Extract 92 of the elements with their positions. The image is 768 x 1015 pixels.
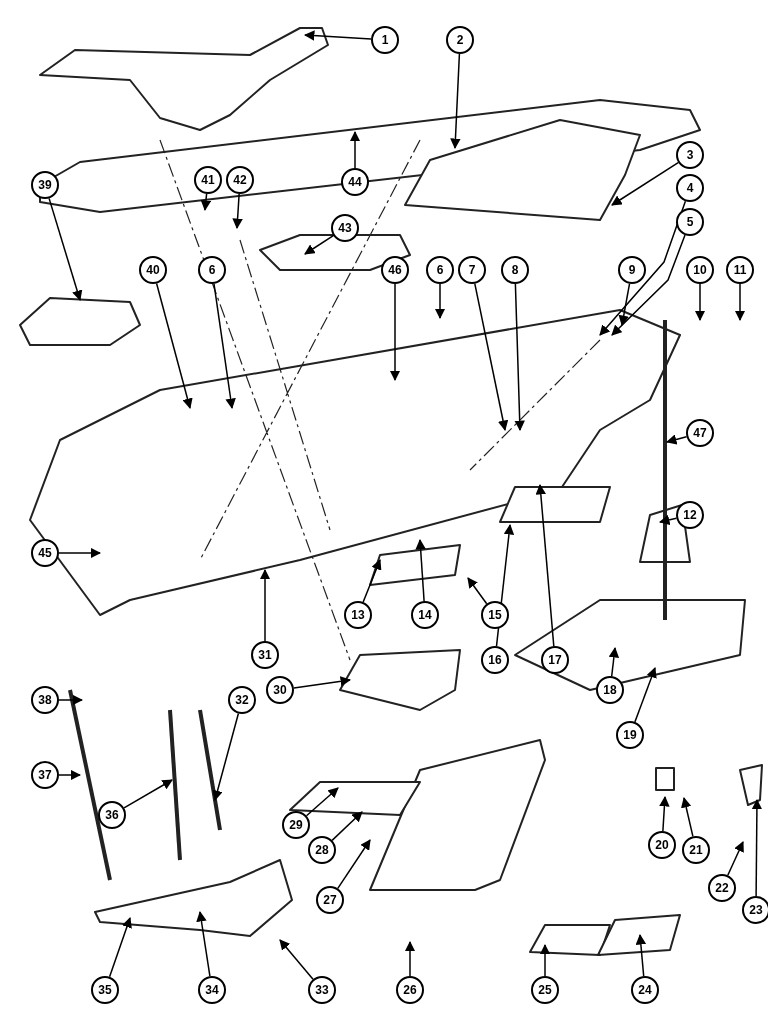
leader-line (155, 282, 193, 409)
callout-number: 2 (446, 26, 474, 54)
leader-line (659, 795, 670, 832)
callout-number: 6 (426, 256, 454, 284)
callout-number: 18 (596, 676, 624, 704)
callout-number: 44 (341, 168, 369, 196)
leader-line (434, 283, 446, 320)
callout-number: 33 (308, 976, 336, 1004)
callout-number: 7 (458, 256, 486, 284)
leader-line (362, 559, 382, 603)
callout-number: 36 (98, 801, 126, 829)
leader-line (196, 910, 211, 977)
callout-number: 27 (316, 886, 344, 914)
callout-number: 28 (308, 836, 336, 864)
callout-number: 3 (676, 141, 704, 169)
callout-number: 34 (198, 976, 226, 1004)
callout-number: 30 (266, 676, 294, 704)
leader-line (305, 787, 339, 817)
callout-number: 16 (481, 646, 509, 674)
leader-line (535, 483, 555, 647)
leader-line (608, 646, 620, 677)
callout-number: 24 (631, 976, 659, 1004)
leader-line (404, 940, 416, 977)
leader-line (694, 283, 706, 322)
leader-line (232, 193, 243, 230)
callout-number: 6 (198, 256, 226, 284)
leader-line (331, 811, 363, 842)
leader-line (734, 283, 746, 322)
callout-number: 15 (481, 601, 509, 629)
leader-line (58, 547, 102, 559)
leader-line (751, 798, 763, 897)
leader-line (303, 30, 372, 41)
callout-number: 20 (648, 831, 676, 859)
leader-line (200, 193, 212, 212)
leader-line (108, 917, 132, 978)
callout-number: 9 (618, 256, 646, 284)
callout-number: 14 (411, 601, 439, 629)
leader-line (618, 283, 631, 327)
leader-line (349, 130, 361, 169)
leader-line (611, 161, 679, 206)
leader-line (213, 283, 236, 410)
callout-number: 45 (31, 539, 59, 567)
callout-number: 19 (616, 721, 644, 749)
leader-line (293, 676, 352, 689)
callout-number: 43 (331, 214, 359, 242)
leader-line (666, 434, 688, 445)
leader-line (681, 797, 694, 838)
leader-line (514, 283, 525, 432)
callout-number: 23 (742, 896, 768, 924)
leader-line (212, 712, 240, 801)
leader-line (279, 939, 314, 981)
callout-number: 10 (686, 256, 714, 284)
callout-number: 8 (501, 256, 529, 284)
callout-number: 40 (139, 256, 167, 284)
callout-number: 5 (676, 208, 704, 236)
leader-line (635, 933, 647, 977)
leader-line (58, 769, 82, 781)
leader-line (415, 538, 426, 602)
callout-number: 32 (228, 686, 256, 714)
leader-line (389, 283, 401, 382)
leader-line (539, 943, 551, 977)
callout-number: 46 (381, 256, 409, 284)
callout-number: 1 (371, 26, 399, 54)
callout-number: 11 (726, 256, 754, 284)
leader-line (123, 779, 173, 809)
callout-number: 13 (344, 601, 372, 629)
leader-line (727, 841, 744, 877)
callout-number: 4 (676, 174, 704, 202)
callout-number: 22 (708, 874, 736, 902)
leader-line (467, 577, 488, 605)
callout-number: 25 (531, 976, 559, 1004)
callout-number: 12 (676, 501, 704, 529)
callout-number: 26 (396, 976, 424, 1004)
callout-number: 29 (282, 811, 310, 839)
leader-line (259, 568, 271, 642)
leader-line (659, 514, 678, 525)
leader-line (599, 200, 687, 336)
leader-line (450, 53, 461, 150)
leader-line (304, 234, 335, 255)
leader-line (58, 694, 84, 706)
leader-line (48, 197, 83, 301)
leader-line (337, 839, 371, 890)
leader-line (474, 282, 509, 432)
callout-number: 31 (251, 641, 279, 669)
callout-number: 35 (91, 976, 119, 1004)
callout-number: 38 (31, 686, 59, 714)
callout-number: 21 (682, 836, 710, 864)
callout-number: 37 (31, 761, 59, 789)
callout-number: 39 (31, 171, 59, 199)
leader-line (634, 667, 657, 723)
callout-number: 47 (686, 419, 714, 447)
leader-line (611, 234, 686, 336)
